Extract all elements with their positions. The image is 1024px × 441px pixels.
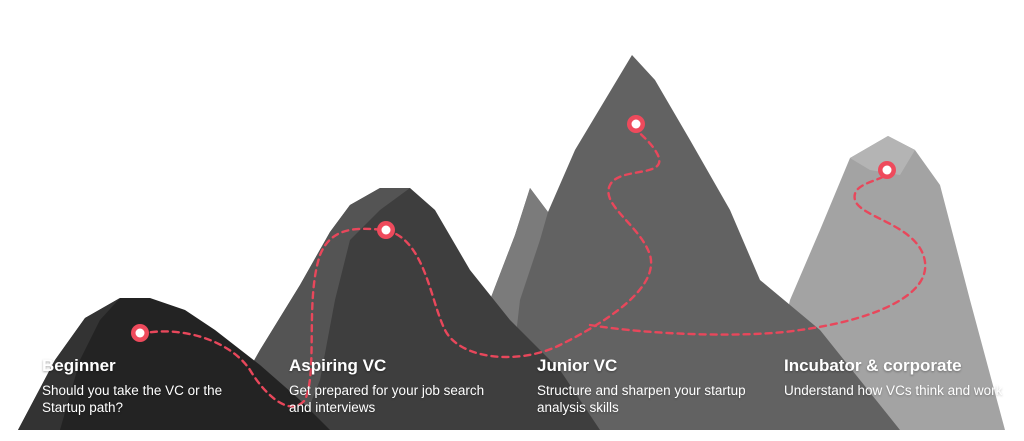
pin-junior-icon (627, 115, 645, 133)
stage-title: Junior VC (537, 356, 618, 375)
stage-description: Structure and sharpen your startup analy… (537, 383, 746, 415)
mountain-beginner (18, 298, 330, 430)
stage-description: Get prepared for your job search and int… (289, 383, 485, 415)
stage-title: Aspiring VC (289, 356, 387, 375)
pin-beginner-icon (131, 324, 149, 342)
pin-incubator-icon (878, 161, 896, 179)
stage-description: Understand how VCs think and work (784, 383, 1003, 398)
stage-beginner[interactable]: Beginner Should you take the VC or the S… (42, 356, 262, 416)
dashed-trail (138, 122, 927, 408)
stage-junior-vc[interactable]: Junior VC Structure and sharpen your sta… (537, 356, 757, 416)
pin-aspiring-icon (377, 221, 395, 239)
stage-title: Beginner (42, 356, 116, 375)
stage-description: Should you take the VC or the Startup pa… (42, 383, 223, 415)
stage-incubator-corporate[interactable]: Incubator & corporate Understand how VCs… (784, 356, 1004, 399)
stage-aspiring-vc[interactable]: Aspiring VC Get prepared for your job se… (289, 356, 509, 416)
stage-title: Incubator & corporate (784, 356, 962, 375)
